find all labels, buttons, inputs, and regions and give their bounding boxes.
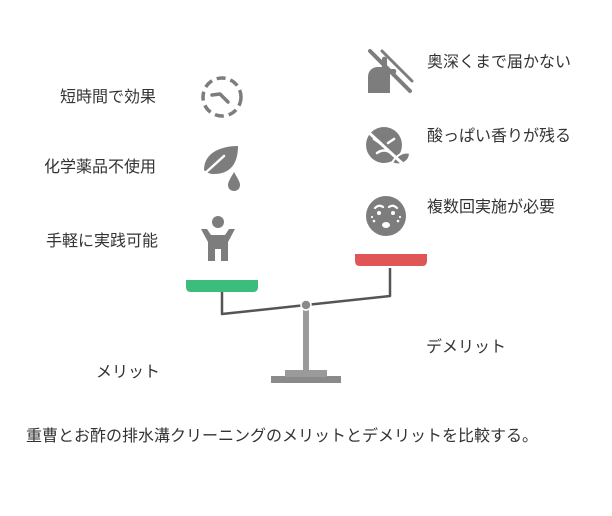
- demerit-pan: [355, 254, 427, 266]
- clock-dashed-icon: [198, 73, 246, 121]
- hand-blocked-icon: [362, 47, 414, 97]
- scale-pillar: [303, 306, 309, 371]
- demerit-item-label: 複数回実施が必要: [427, 197, 556, 216]
- diagram-caption: 重曹とお酢の排水溝クリーニングのメリットとデメリットを比較する。: [26, 426, 539, 445]
- demerit-item-label: 奥深くまで届かない: [427, 52, 572, 71]
- merit-item-label: 手軽に実践可能: [46, 231, 159, 250]
- leaf-drop-icon: [198, 142, 246, 192]
- scale-pivot: [300, 299, 312, 311]
- scale-base: [271, 376, 341, 383]
- scale-base-top: [285, 370, 327, 377]
- sour-face-icon: [362, 121, 414, 171]
- merit-item-label: 化学薬品不使用: [44, 157, 157, 176]
- merit-pan: [186, 280, 258, 292]
- demerit-item-label: 酸っぱい香りが残る: [427, 126, 572, 145]
- demerits-heading: デメリット: [426, 337, 507, 356]
- merit-item-label: 短時間で効果: [60, 87, 157, 106]
- merits-heading: メリット: [96, 362, 161, 381]
- repeat-face-icon: [362, 192, 414, 242]
- person-cheering-icon: [198, 215, 238, 263]
